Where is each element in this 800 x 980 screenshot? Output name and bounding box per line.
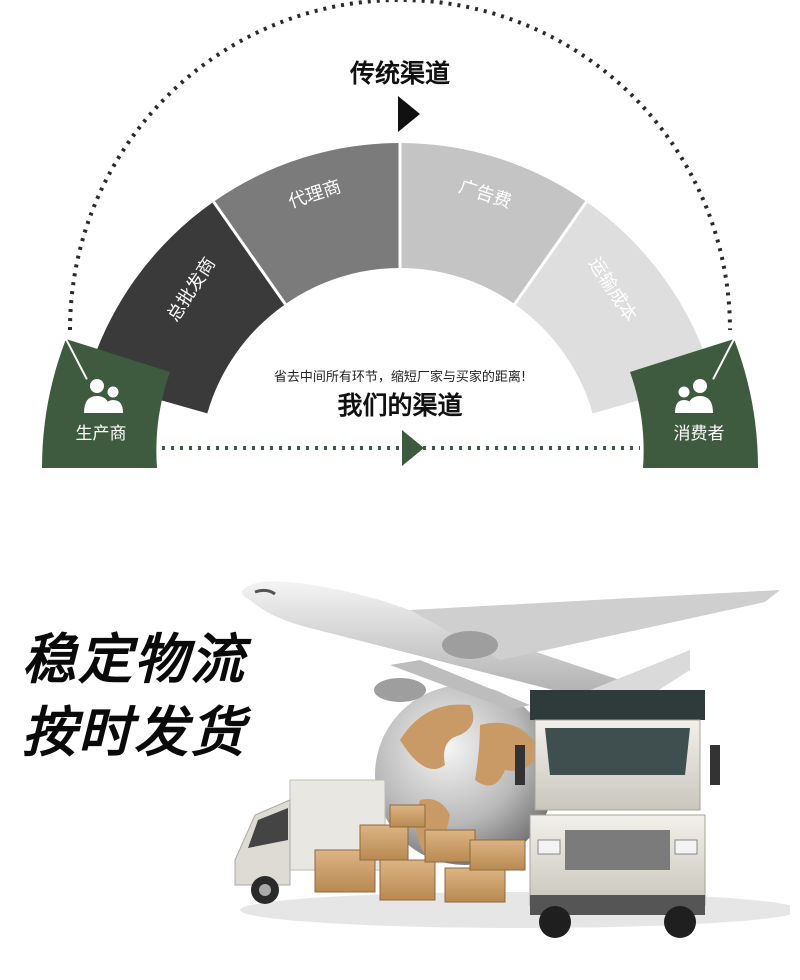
producer-label: 生产商 — [76, 424, 127, 444]
segment-transport — [514, 201, 714, 414]
ground-shadow — [240, 892, 790, 928]
consumer-people-icon — [675, 379, 713, 413]
slogan-line-1: 稳定物流 — [22, 627, 246, 691]
traditional-route-arrow-icon — [398, 96, 420, 132]
segment-advertising — [400, 143, 587, 305]
logistics-illustration — [234, 581, 790, 938]
traditional-channel-title: 传统渠道 — [349, 59, 450, 88]
our-channel-subtitle: 省去中间所有环节，缩短厂家与买家的距离! — [274, 369, 526, 385]
airplane-icon — [242, 581, 780, 710]
our-route-arrow-icon — [402, 430, 424, 466]
channel-diagram: 传统渠道 总批发商 代理商 广告费 运输成本 生产商 消费者 省去中间所有环节，… — [41, 0, 758, 468]
cardboard-boxes — [314, 804, 526, 903]
producer-people-icon — [84, 379, 123, 413]
segment-agent — [213, 143, 400, 305]
channel-diagram-svg: 传统渠道 总批发商 代理商 广告费 运输成本 生产商 消费者 省去中间所有环节，… — [41, 0, 758, 468]
our-channel-title: 我们的渠道 — [337, 391, 462, 420]
truck-icon — [515, 690, 720, 938]
consumer-label: 消费者 — [674, 424, 725, 444]
logistics-section: 稳定物流 按时发货 — [0, 520, 800, 980]
segment-wholesaler — [86, 201, 286, 414]
slogan-line-2: 按时发货 — [22, 700, 246, 764]
traditional-route-dotted-arc — [68, 0, 732, 331]
